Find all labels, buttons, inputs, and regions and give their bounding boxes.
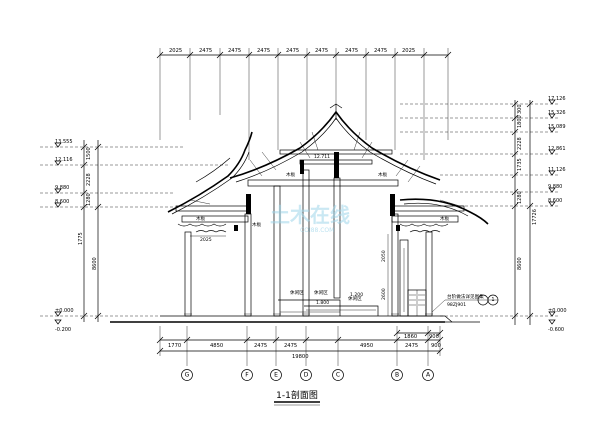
left-vdim-5: 8600 [92, 257, 98, 270]
callout-sheet: 1 [491, 297, 494, 303]
left-vdim-4: 1775 [78, 232, 84, 245]
columns [184, 169, 433, 317]
left-level-6: -0.200 [55, 327, 71, 333]
top-dim-6: 2475 [315, 48, 328, 54]
right-vdim-2: 1800 [517, 115, 523, 128]
inner-dim-3: 2600 [381, 288, 387, 300]
left-level-1: 13.555 [55, 139, 73, 145]
beam-label-4: 木板 [378, 171, 388, 178]
watermark-text: 土木在线 [270, 203, 350, 227]
top-dim-9: 2025 [402, 48, 415, 54]
right-vdim-4: 1735 [517, 158, 523, 171]
left-vdim-3: 1280 [86, 193, 92, 206]
axis-bubbles: G F E D C B A [181, 369, 434, 381]
callout-text: 台阶做法详见图集 [447, 293, 484, 300]
room-label-2: 休闲区 [314, 289, 328, 296]
inner-dim-2: 2050 [381, 250, 387, 262]
top-dim-4: 2475 [257, 48, 270, 54]
axis-c: C [336, 372, 340, 379]
floor-level: 1.200 [350, 292, 363, 298]
left-level-5: ±0.000 [55, 308, 74, 314]
beam-label-2: 木板 [252, 221, 262, 228]
top-dim-1: 2025 [169, 48, 182, 54]
axis-f: F [245, 372, 249, 379]
right-vdim-7: 8600 [517, 257, 523, 270]
right-level-4: 12.861 [548, 146, 566, 152]
interior-labels: 休闲区 休闲区 休闲区 1.200 1.800 12.711 木板 木板 木板 … [190, 154, 450, 316]
axis-g: G [185, 372, 190, 379]
left-level-2: 12.116 [55, 157, 73, 163]
right-levels: 17.126 15.326 15.089 12.861 11.126 9.880… [400, 96, 567, 333]
right-vdim-5: 1280 [517, 191, 523, 204]
right-vdim-1: 300 [517, 104, 523, 114]
axis-e: E [274, 372, 278, 379]
top-dim-3: 2475 [228, 48, 241, 54]
stair-callout: 台阶做法详见图集 98ZJ901 1 [431, 293, 499, 313]
bottom-dim-4: 2475 [284, 343, 297, 349]
beam-label-3: 木板 [286, 171, 296, 178]
callout-ref: 98ZJ901 [447, 302, 466, 308]
room-label-1: 休闲区 [290, 289, 304, 296]
watermark: 土木在线 COI88.COM [270, 203, 350, 234]
right-level-2: 15.326 [548, 110, 566, 116]
bottom-dim-3: 2475 [254, 343, 267, 349]
right-level-8: ±0.000 [548, 308, 567, 314]
ridge-level: 12.711 [314, 154, 330, 160]
right-level-7: 8.600 [548, 198, 562, 204]
drawing-title: 1-1剖面图 [274, 389, 320, 406]
watermark-sub: COI88.COM [300, 227, 334, 234]
partial-dim-1: 1860 [404, 334, 417, 340]
bottom-total: 19800 [292, 354, 309, 360]
top-dim-7: 2475 [345, 48, 358, 54]
bottom-dimension-chain: 1770 4850 2475 2475 4950 2475 900 19800 … [156, 326, 444, 366]
top-dim-2: 2475 [199, 48, 212, 54]
left-vdim-1: 1500 [86, 147, 92, 160]
axis-d: D [304, 372, 309, 379]
left-levels: 13.555 12.116 9.880 8.600 ±0.000 -0.200 … [40, 139, 230, 333]
roof-structure [167, 103, 489, 233]
top-dim-5: 2475 [286, 48, 299, 54]
axis-a: A [426, 372, 431, 379]
right-level-5: 11.126 [548, 167, 566, 173]
left-level-3: 9.880 [55, 185, 69, 191]
right-level-6: 9.880 [548, 184, 562, 190]
beam-label-5: 木板 [440, 215, 450, 222]
ground [110, 299, 480, 323]
left-level-4: 8.600 [55, 199, 69, 205]
top-dimension-chain: 2025 2475 2475 2475 2475 2475 2475 2475 … [156, 48, 452, 160]
left-vdim-2: 2228 [86, 173, 92, 186]
floor-dim-1: 1.800 [316, 300, 329, 306]
right-level-3: 15.089 [548, 124, 566, 130]
right-level-9: -0.600 [548, 327, 564, 333]
bottom-dim-2: 4850 [210, 343, 223, 349]
title-text: 1-1剖面图 [276, 389, 318, 401]
inner-dim-1: 2025 [200, 237, 212, 243]
right-level-1: 17.126 [548, 96, 566, 102]
right-vdim-3: 2228 [517, 137, 523, 150]
axis-b: B [395, 372, 399, 379]
bottom-dim-7: 900 [431, 343, 441, 349]
right-vdim-6: 17726 [532, 209, 538, 225]
bottom-dim-5: 4950 [360, 343, 373, 349]
bottom-dim-1: 1770 [168, 343, 181, 349]
bottom-dim-6: 2475 [405, 343, 418, 349]
room-label-3: 休闲区 [348, 295, 362, 302]
beam-label-1: 木板 [196, 215, 206, 222]
top-dim-8: 2475 [374, 48, 387, 54]
partial-dim-2: 900 [429, 334, 439, 340]
